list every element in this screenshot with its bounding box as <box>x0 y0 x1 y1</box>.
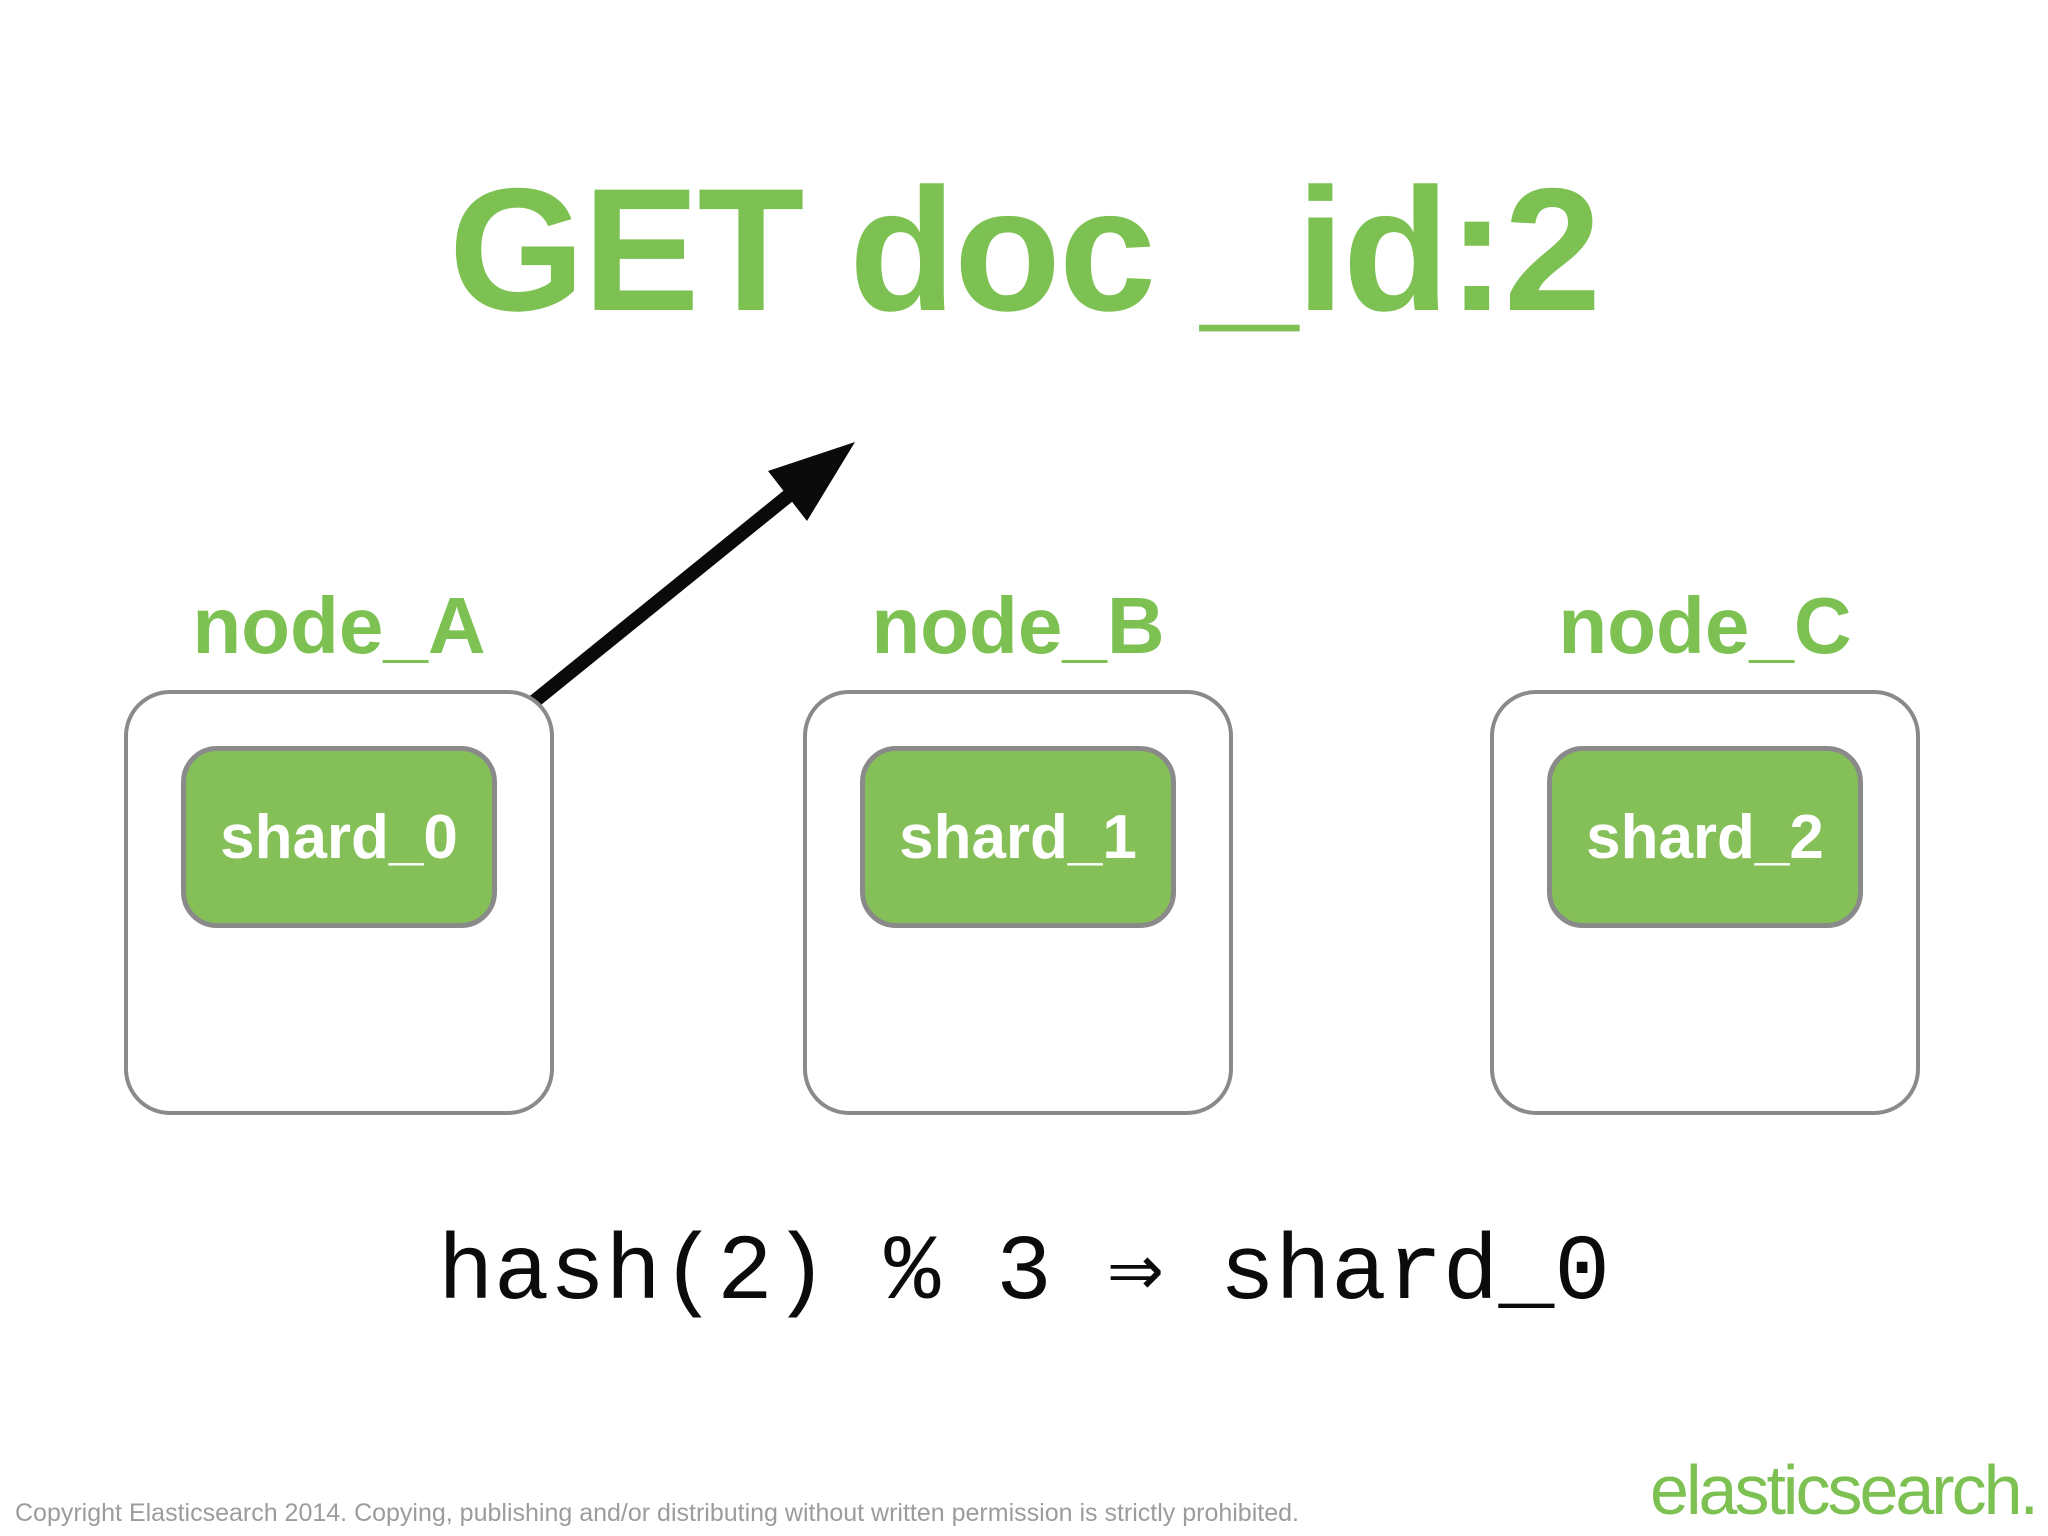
shard-label-2: shard_2 <box>1586 802 1824 872</box>
shard-label-0: shard_0 <box>220 802 458 872</box>
shard-box-1: shard_1 <box>860 746 1176 928</box>
copyright-text: Copyright Elasticsearch 2014. Copying, p… <box>15 1499 1299 1527</box>
shard-box-2: shard_2 <box>1547 746 1863 928</box>
shard-box-0: shard_0 <box>181 746 497 928</box>
shard-label-1: shard_1 <box>899 802 1137 872</box>
page-title: GET doc _id:2 <box>448 153 1602 348</box>
node-label-a: node_A <box>192 581 486 670</box>
node-label-c: node_C <box>1558 581 1852 670</box>
node-box-a: shard_0 <box>124 690 554 1115</box>
hash-formula: hash(2) % 3 ⇒ shard_0 <box>437 1221 1611 1326</box>
node-box-c: shard_2 <box>1490 690 1920 1115</box>
elasticsearch-logo: elasticsearch. <box>1650 1451 2039 1529</box>
node-label-b: node_B <box>871 581 1165 670</box>
node-box-b: shard_1 <box>803 690 1233 1115</box>
